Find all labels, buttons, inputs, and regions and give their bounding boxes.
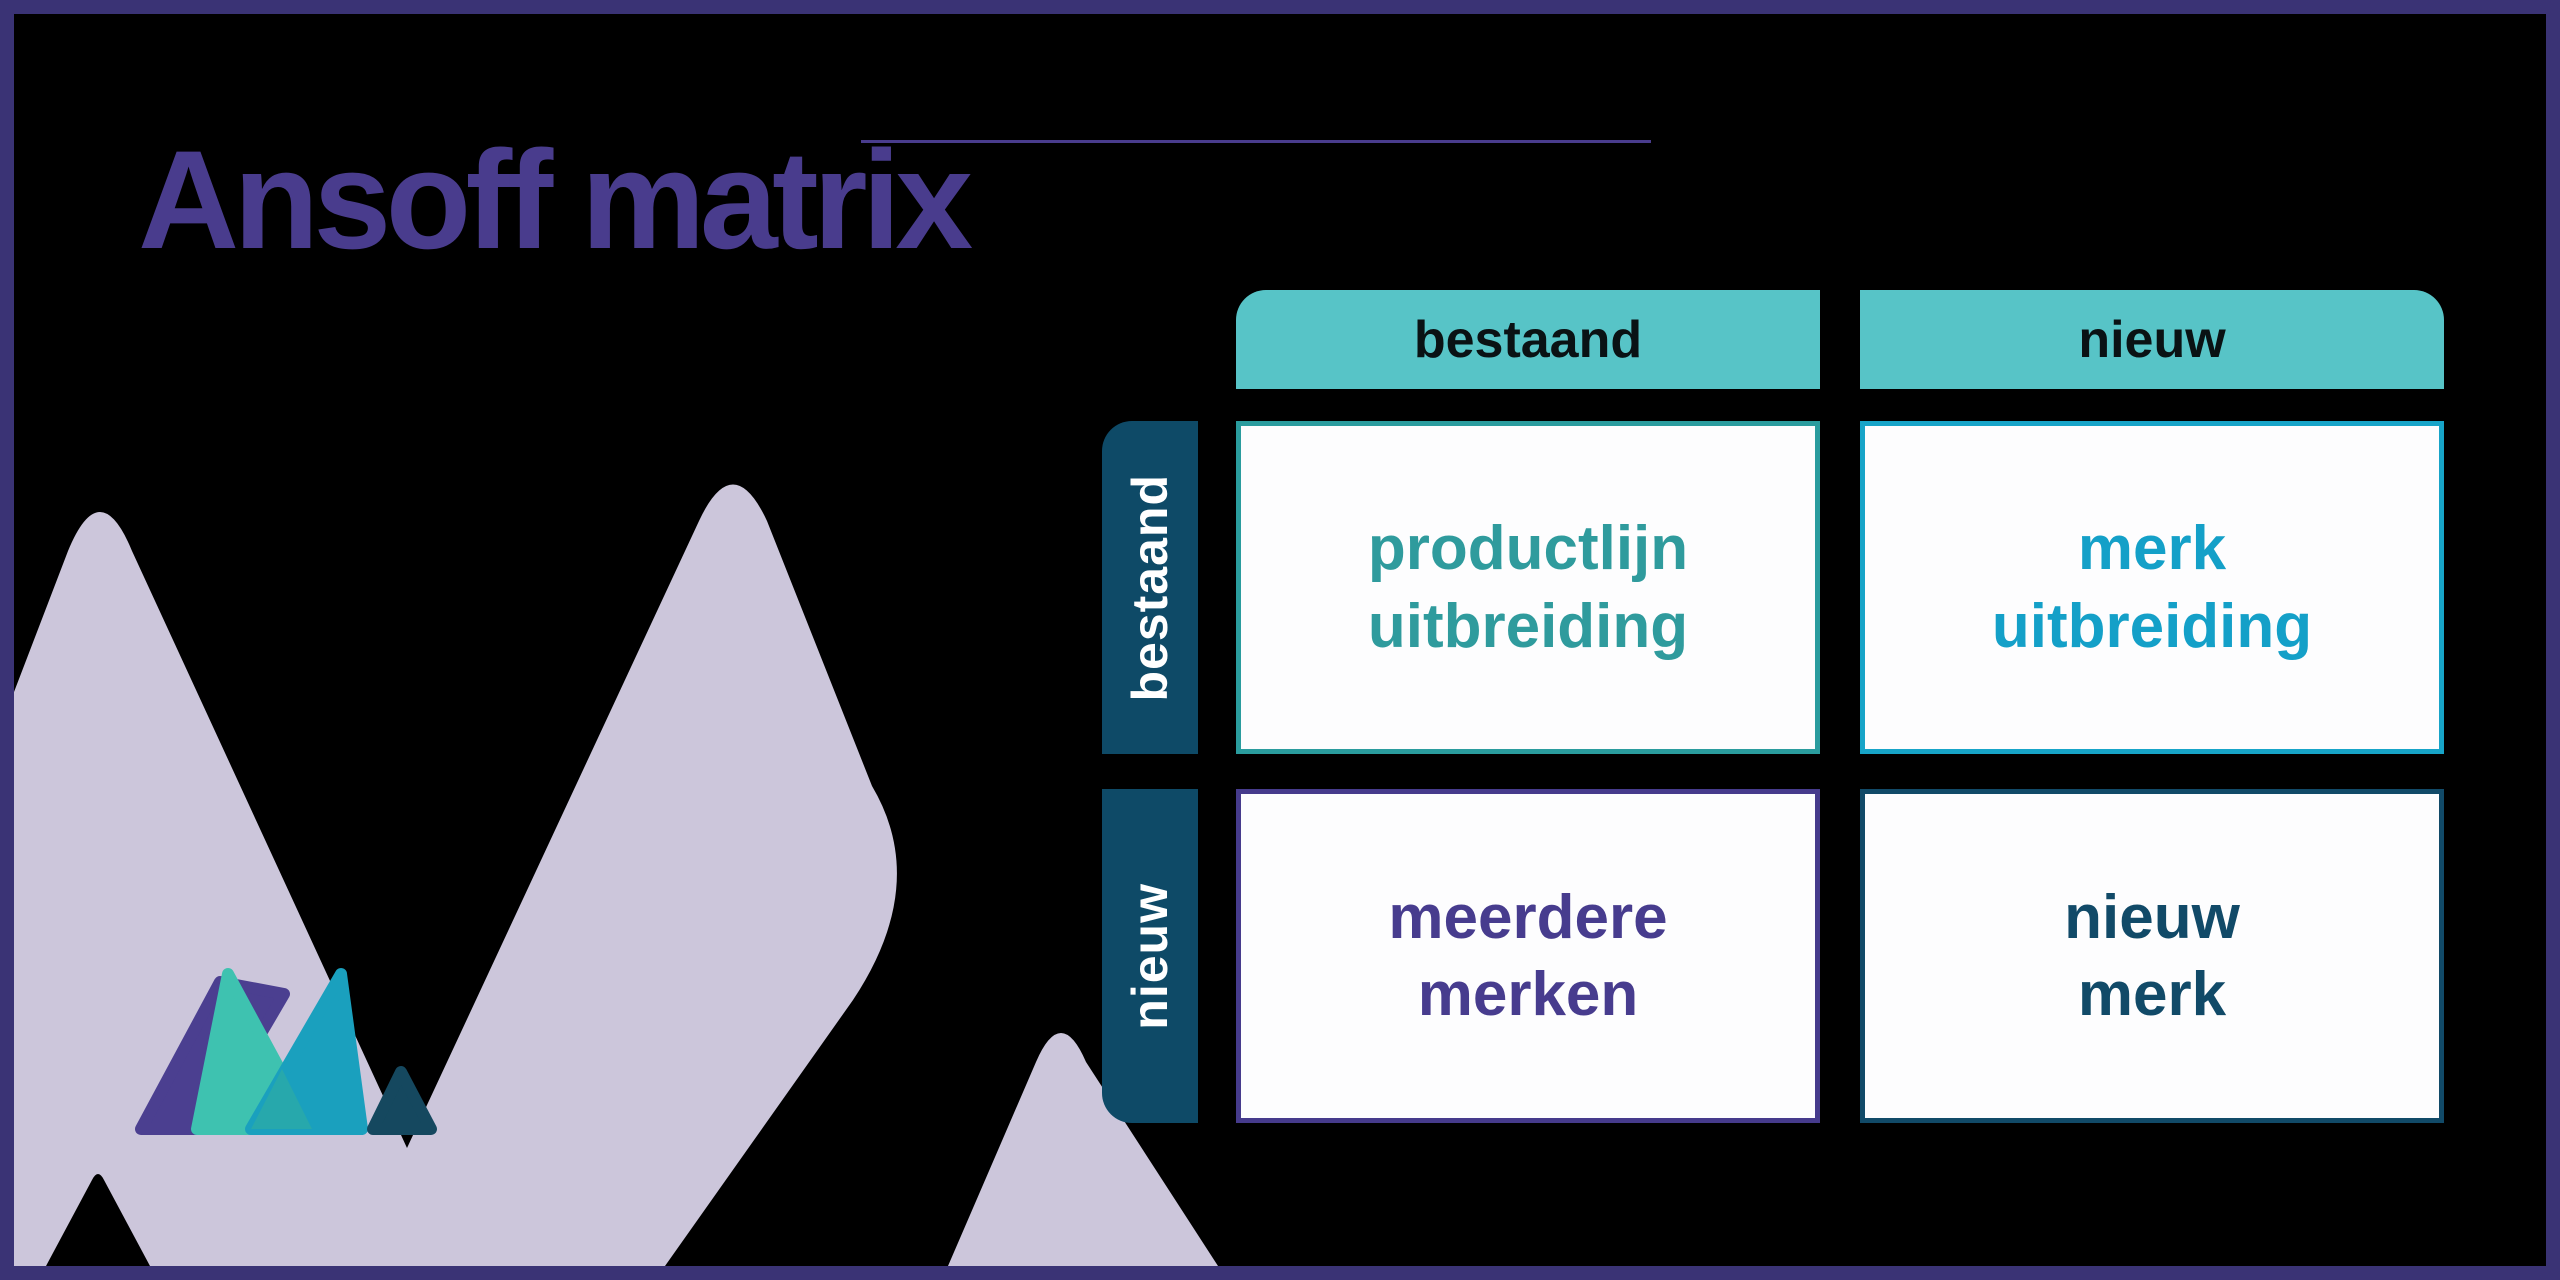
page-title: Ansoff matrix — [138, 121, 973, 278]
row-header-bestaand: bestaand — [1102, 421, 1198, 754]
row-header-nieuw: nieuw — [1102, 789, 1198, 1123]
cell-label-line: nieuw — [2064, 882, 2240, 952]
row-header-label: bestaand — [1122, 473, 1178, 702]
watermark-small-mountain — [948, 1033, 1218, 1266]
logo-overlap-area — [251, 1069, 312, 1129]
cell-label-line: productlijn — [1367, 514, 1689, 583]
cell-meerdere-merken: meerdere merken — [1236, 789, 1820, 1123]
column-header-label: bestaand — [1413, 310, 1643, 369]
cell-label-line: uitbreiding — [1991, 591, 2313, 661]
cell-label-line: merk — [2077, 960, 2227, 1029]
title-accent-line — [861, 140, 1651, 143]
column-header-label: nieuw — [2078, 310, 2226, 369]
cell-nieuw-merk: nieuw merk — [1860, 789, 2444, 1123]
column-header-nieuw: nieuw — [1860, 290, 2444, 389]
cell-label-line: merken — [1417, 960, 1639, 1029]
cell-merk-uitbreiding: merk uitbreiding — [1860, 421, 2444, 754]
column-header-bestaand: bestaand — [1236, 290, 1820, 389]
watermark-big-m-shape — [14, 484, 897, 1266]
row-header-label: nieuw — [1122, 882, 1178, 1030]
cell-label-line: uitbreiding — [1367, 591, 1689, 661]
cell-label-line: meerdere — [1388, 882, 1668, 952]
cell-productlijn-uitbreiding: productlijn uitbreiding — [1236, 421, 1820, 754]
logo-navy-triangle — [367, 1066, 437, 1135]
brand-logo — [135, 968, 437, 1135]
cell-label-line: merk — [2077, 514, 2227, 583]
